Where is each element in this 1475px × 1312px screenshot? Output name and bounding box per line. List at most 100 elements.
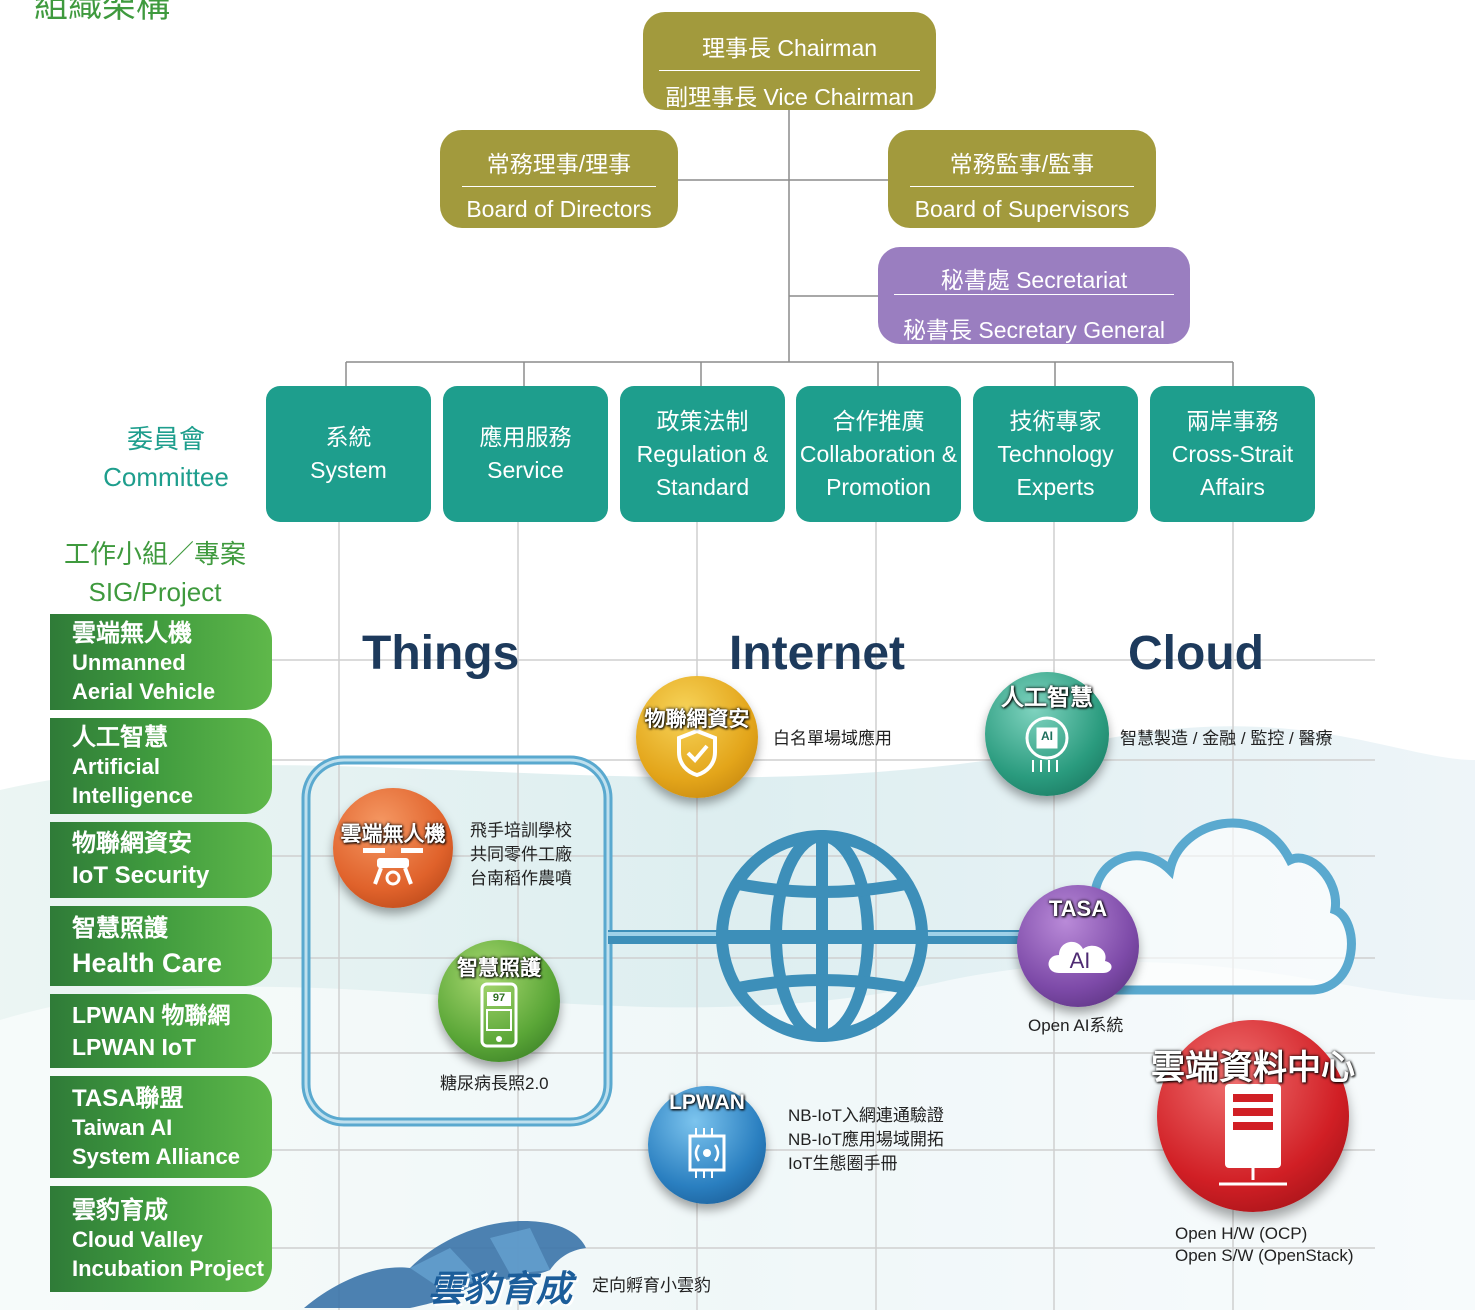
smartphone-icon xyxy=(480,982,518,1048)
committee-en: Experts xyxy=(1016,473,1095,500)
sig-title: 物聯網資安 xyxy=(72,830,192,857)
committee-en: Promotion xyxy=(826,473,931,500)
sig-subtitle: Aerial Vehicle xyxy=(72,678,216,704)
drone-badge-label: 雲端無人機 xyxy=(340,823,446,846)
brain-chip-icon xyxy=(1025,716,1069,772)
ai-note: 智慧製造 / 金融 / 監控 / 醫療 xyxy=(1120,729,1333,748)
sig-item-iot-security: 物聯網資安 IoT Security xyxy=(50,822,272,898)
sig-item-tasa: TASA聯盟 Taiwan AI System Alliance xyxy=(50,1076,272,1178)
committee-cn: 系統 xyxy=(325,424,372,450)
drone-badge xyxy=(333,788,453,908)
lpwan-note-1: NB-IoT入網連通驗證 xyxy=(788,1106,944,1125)
heading-internet: Internet xyxy=(729,627,906,680)
secretariat-box: 秘書處 Secretariat 秘書長 Secretary General xyxy=(878,247,1190,344)
directors-en: Board of Directors xyxy=(466,196,652,222)
datacenter-note-2: Open S/W (OpenStack) xyxy=(1175,1246,1354,1265)
iot-security-badge-label: 物聯網資安 xyxy=(644,708,750,731)
committee-cn: 兩岸事務 xyxy=(1186,407,1279,434)
sig-label: 工作小組／專案 SIG/Project xyxy=(50,535,260,611)
leopard-icon xyxy=(304,1221,586,1308)
committee-label-en: Committee xyxy=(103,462,229,492)
divider xyxy=(910,186,1134,187)
sig-subtitle: LPWAN IoT xyxy=(72,1034,196,1060)
sig-subtitle: Artificial xyxy=(72,753,161,779)
health-care-badge: 97 xyxy=(438,940,560,1062)
ai-badge: AI xyxy=(985,672,1109,796)
drone-icon xyxy=(363,848,423,886)
chairman-box: 理事長 Chairman 副理事長 Vice Chairman xyxy=(643,12,936,110)
sig-title: TASA聯盟 xyxy=(72,1084,184,1112)
committee-cn: 技術專家 xyxy=(1009,407,1102,434)
page-heading: 組織架構 xyxy=(34,0,170,25)
sig-subtitle: IoT Security xyxy=(72,862,210,889)
committee-cross-strait: 兩岸事務 Cross-Strait Affairs xyxy=(1150,386,1315,522)
lpwan-note-3: IoT生態圈手冊 xyxy=(788,1154,898,1173)
tasa-ai-label: AI xyxy=(1069,948,1091,973)
committee-en: Cross-Strait xyxy=(1171,440,1294,467)
sig-title: 雲豹育成 xyxy=(72,1196,168,1224)
secretariat-label: 秘書處 Secretariat xyxy=(940,267,1128,293)
committee-technology: 技術專家 Technology Experts xyxy=(973,386,1138,522)
committee-collaboration: 合作推廣 Collaboration & Promotion xyxy=(796,386,961,522)
sig-subtitle: Cloud Valley xyxy=(72,1226,203,1252)
tasa-note: Open AI系統 xyxy=(1028,1016,1124,1035)
secretary-general-label: 秘書長 Secretary General xyxy=(902,317,1166,343)
lpwan-badge xyxy=(648,1086,766,1204)
datacenter-badge xyxy=(1157,1020,1349,1212)
sig-subtitle: Incubation Project xyxy=(72,1255,264,1281)
sig-title: LPWAN 物聯網 xyxy=(72,1002,231,1028)
datacenter-badge-label: 雲端資料中心 xyxy=(1151,1049,1355,1087)
chairman-label: 理事長 Chairman xyxy=(701,35,878,61)
tasa-badge xyxy=(1017,885,1139,1007)
committee-regulation: 政策法制 Regulation & Standard xyxy=(620,386,785,522)
sig-subtitle: System Alliance xyxy=(72,1143,240,1169)
ai-badge-label: 人工智慧 xyxy=(1001,684,1093,710)
globe-icon xyxy=(716,830,928,1042)
committee-label: 委員會 Committee xyxy=(80,420,252,496)
drone-note-2: 共同零件工廠 xyxy=(470,845,572,864)
sig-title: 人工智慧 xyxy=(72,723,168,751)
phone-reading: 97 xyxy=(492,992,506,1004)
directors-cn: 常務理事/理事 xyxy=(486,151,632,177)
sig-item-ai: 人工智慧 Artificial Intelligence xyxy=(50,718,272,814)
committee-en: System xyxy=(310,457,387,483)
divider xyxy=(462,186,656,187)
supervisors-en: Board of Supervisors xyxy=(914,196,1130,222)
datacenter-note-1: Open H/W (OCP) xyxy=(1175,1224,1308,1243)
health-care-note: 糖尿病長照2.0 xyxy=(440,1074,549,1093)
committee-en: Standard xyxy=(655,473,750,500)
committee-label-cn: 委員會 xyxy=(126,424,205,454)
sig-subtitle: Intelligence xyxy=(72,782,194,808)
lpwan-badge-label: LPWAN xyxy=(669,1091,745,1114)
sig-subtitle: Unmanned xyxy=(72,649,186,675)
committee-cn: 合作推廣 xyxy=(832,407,925,434)
leopard-note: 定向孵育小雲豹 xyxy=(592,1276,711,1295)
sig-title: 雲端無人機 xyxy=(72,619,192,647)
heading-things: Things xyxy=(362,627,520,680)
ai-chip-label: AI xyxy=(1041,729,1053,743)
divider xyxy=(894,294,1174,295)
lpwan-note-2: NB-IoT應用場域開拓 xyxy=(788,1130,944,1149)
committee-en: Collaboration & xyxy=(799,440,958,467)
leopard-label: 雲豹育成 xyxy=(428,1268,573,1309)
board-of-directors-box: 常務理事/理事 Board of Directors xyxy=(440,130,678,228)
divider xyxy=(659,70,920,71)
board-of-supervisors-box: 常務監事/監事 Board of Supervisors xyxy=(888,130,1156,228)
committee-en: Regulation & xyxy=(636,440,769,467)
sig-label-en: SIG/Project xyxy=(88,577,222,607)
sig-item-health-care: 智慧照護 Health Care xyxy=(50,906,272,986)
antenna-chip-icon xyxy=(688,1128,726,1178)
sig-subtitle: Health Care xyxy=(72,948,223,978)
committee-cn: 政策法制 xyxy=(656,407,749,434)
committee-service: 應用服務 Service xyxy=(443,386,608,522)
tasa-badge-label: TASA xyxy=(1048,896,1108,921)
drone-note-3: 台南稻作農噴 xyxy=(470,869,572,888)
supervisors-cn: 常務監事/監事 xyxy=(949,151,1095,177)
committee-en: Technology xyxy=(997,440,1114,467)
sig-title: 智慧照護 xyxy=(72,915,168,942)
committee-system: 系統 System xyxy=(266,386,431,522)
drone-note-1: 飛手培訓學校 xyxy=(470,821,572,840)
sig-item-cloud-valley: 雲豹育成 Cloud Valley Incubation Project xyxy=(50,1186,272,1292)
sig-item-lpwan: LPWAN 物聯網 LPWAN IoT xyxy=(50,994,272,1068)
cloud-ai-icon xyxy=(1048,941,1112,973)
